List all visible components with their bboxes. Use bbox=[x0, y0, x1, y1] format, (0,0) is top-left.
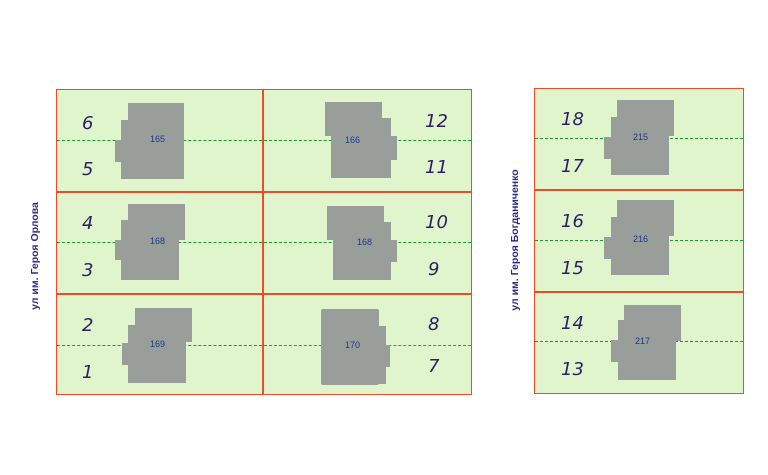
plot-number-6: 6 bbox=[82, 113, 94, 134]
street-label-left: ул им. Героя Орлова bbox=[29, 202, 41, 310]
right-block-divider-h1 bbox=[534, 189, 744, 191]
plot-number-7: 7 bbox=[428, 356, 440, 377]
plot-number-16: 16 bbox=[561, 211, 584, 232]
plot-number-2: 2 bbox=[82, 315, 94, 336]
house-label-170: 170 bbox=[345, 340, 361, 350]
right-block-divider-h2 bbox=[534, 291, 744, 293]
plot-number-5: 5 bbox=[82, 159, 94, 180]
plot-number-11: 11 bbox=[425, 157, 448, 178]
left-block-divider-h1 bbox=[56, 191, 472, 193]
plot-number-13: 13 bbox=[561, 359, 584, 380]
plot-number-18: 18 bbox=[561, 109, 584, 130]
house-label-168-right: 168 bbox=[357, 237, 373, 247]
house-label-168-left: 168 bbox=[150, 236, 166, 246]
plot-number-3: 3 bbox=[82, 260, 94, 281]
plot-number-1: 1 bbox=[82, 362, 94, 383]
left-block-divider-v bbox=[262, 89, 264, 395]
left-block-divider-h2 bbox=[56, 293, 472, 295]
plot-number-9: 9 bbox=[428, 259, 440, 280]
house-label-166: 166 bbox=[345, 135, 361, 145]
plot-number-15: 15 bbox=[561, 258, 584, 279]
house-label-216: 216 bbox=[633, 234, 649, 244]
street-label-right: ул им. Героя Богданиченко bbox=[509, 169, 521, 311]
house-label-165: 165 bbox=[150, 134, 166, 144]
house-label-169: 169 bbox=[150, 339, 166, 349]
plot-number-17: 17 bbox=[561, 156, 584, 177]
house-label-215: 215 bbox=[633, 132, 649, 142]
house-label-217: 217 bbox=[635, 336, 651, 346]
plot-number-4: 4 bbox=[82, 213, 94, 234]
plot-number-14: 14 bbox=[561, 313, 584, 334]
plot-number-8: 8 bbox=[428, 314, 440, 335]
plot-number-10: 10 bbox=[425, 212, 448, 233]
plot-number-12: 12 bbox=[425, 111, 448, 132]
